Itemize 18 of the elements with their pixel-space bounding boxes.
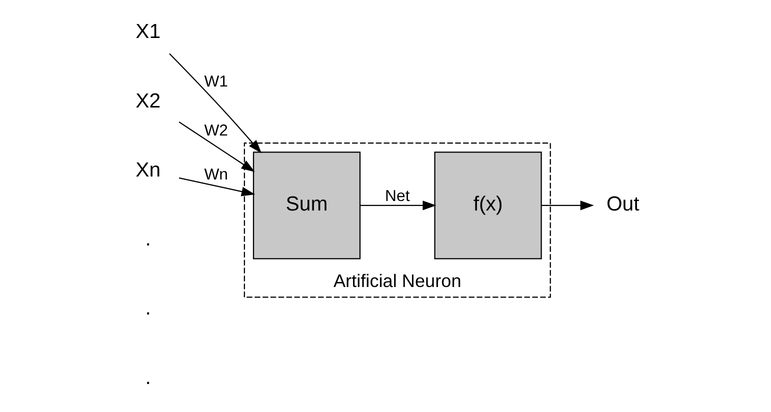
node-box: Sum bbox=[252, 152, 361, 260]
arrow bbox=[178, 121, 255, 172]
arrow bbox=[360, 200, 436, 210]
label: . bbox=[145, 228, 151, 251]
label: . bbox=[145, 366, 151, 389]
edge-label: Wn bbox=[204, 166, 228, 184]
label: . bbox=[145, 298, 151, 320]
node-text: Out bbox=[606, 193, 640, 216]
arrow bbox=[178, 177, 256, 196]
node-box: f(x) bbox=[434, 152, 542, 260]
arrow bbox=[169, 53, 262, 154]
node-text: X2 bbox=[136, 90, 161, 112]
edge-label: W2 bbox=[204, 122, 228, 140]
node-text: X1 bbox=[136, 21, 161, 44]
node-text: Xn bbox=[136, 159, 161, 182]
edge-label: W1 bbox=[204, 74, 228, 91]
edge-label: Net bbox=[385, 188, 410, 206]
arrow bbox=[542, 200, 594, 210]
